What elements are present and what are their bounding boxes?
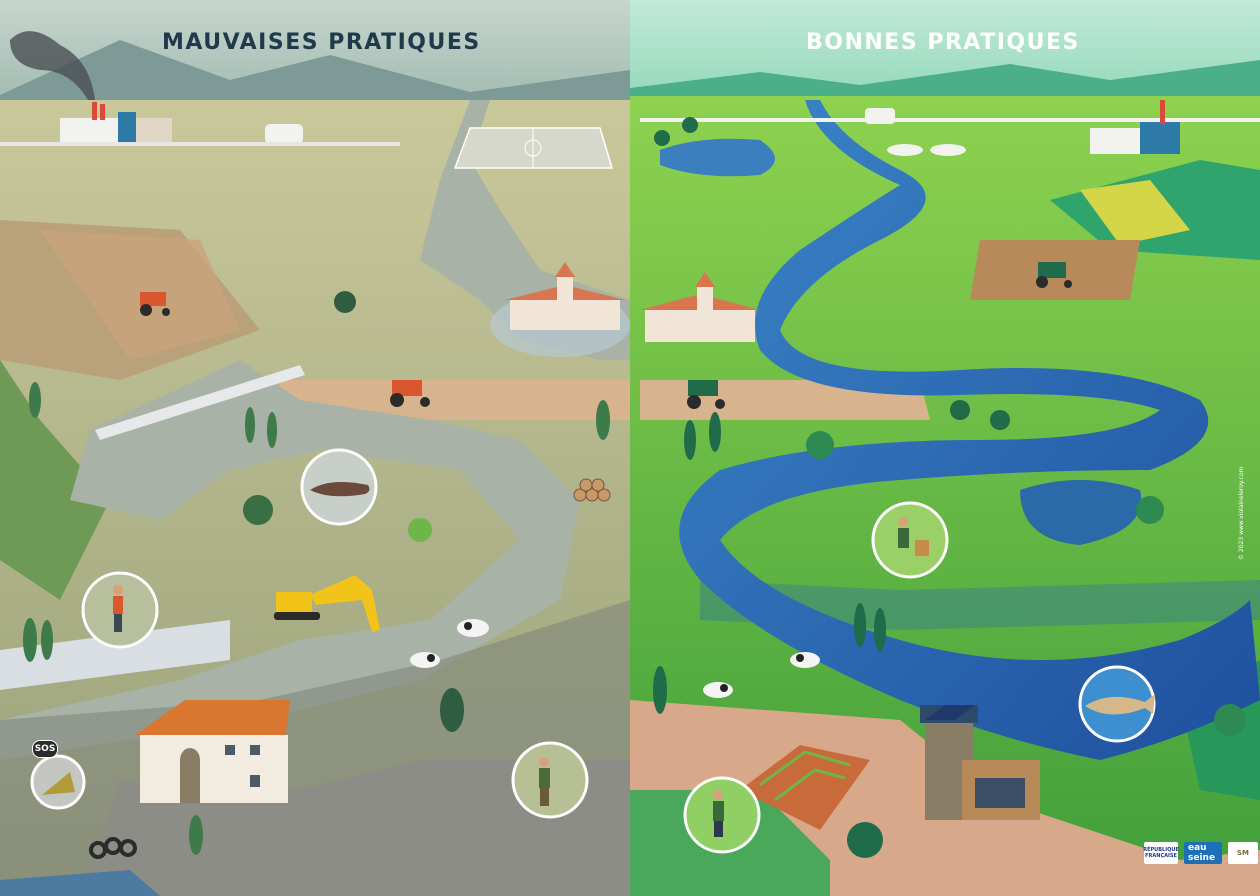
excavator-icon <box>274 575 380 632</box>
football-field <box>453 127 614 169</box>
river <box>660 100 1260 760</box>
tractor-icon <box>140 292 430 407</box>
church-icon <box>490 262 630 357</box>
beekeeper-medallion <box>871 501 949 579</box>
cow-icon <box>410 619 489 668</box>
trees-left <box>23 291 610 855</box>
sos-badge: SOS <box>32 740 58 758</box>
right-title: BONNES PRATIQUES <box>806 30 1080 55</box>
left-title: MAUVAISES PRATIQUES <box>162 30 481 55</box>
church-icon <box>640 272 760 342</box>
farmer-icon <box>683 776 761 854</box>
catfish-medallion <box>300 448 378 526</box>
solar-panel-icon <box>925 705 975 720</box>
vegetable-garden <box>740 745 870 830</box>
tractor-icon <box>687 262 1072 409</box>
partner-logos: RÉPUBLIQUE FRANÇAISE eau seine SM <box>1143 842 1258 864</box>
walker-medallion <box>81 571 159 649</box>
tire-icon <box>89 837 137 859</box>
house-icon <box>135 700 290 803</box>
bad-practice-medallions <box>30 448 589 819</box>
good-practice-medallions <box>683 501 1156 854</box>
cow-icon <box>703 652 820 698</box>
eau-seine-logo: eau seine <box>1184 842 1222 864</box>
republique-logo: RÉPUBLIQUE FRANÇAISE <box>1143 842 1179 864</box>
wastewater-plant <box>640 100 1260 156</box>
fish-icon <box>1078 665 1156 743</box>
log-pile <box>573 478 611 502</box>
sos-medallion <box>30 754 86 810</box>
credit-text: © 2023 www.violaineleroy.com <box>1238 466 1245 560</box>
fisherman-medallion <box>511 741 589 819</box>
factory-icon <box>0 31 400 146</box>
sm-logo: SM <box>1228 842 1258 864</box>
